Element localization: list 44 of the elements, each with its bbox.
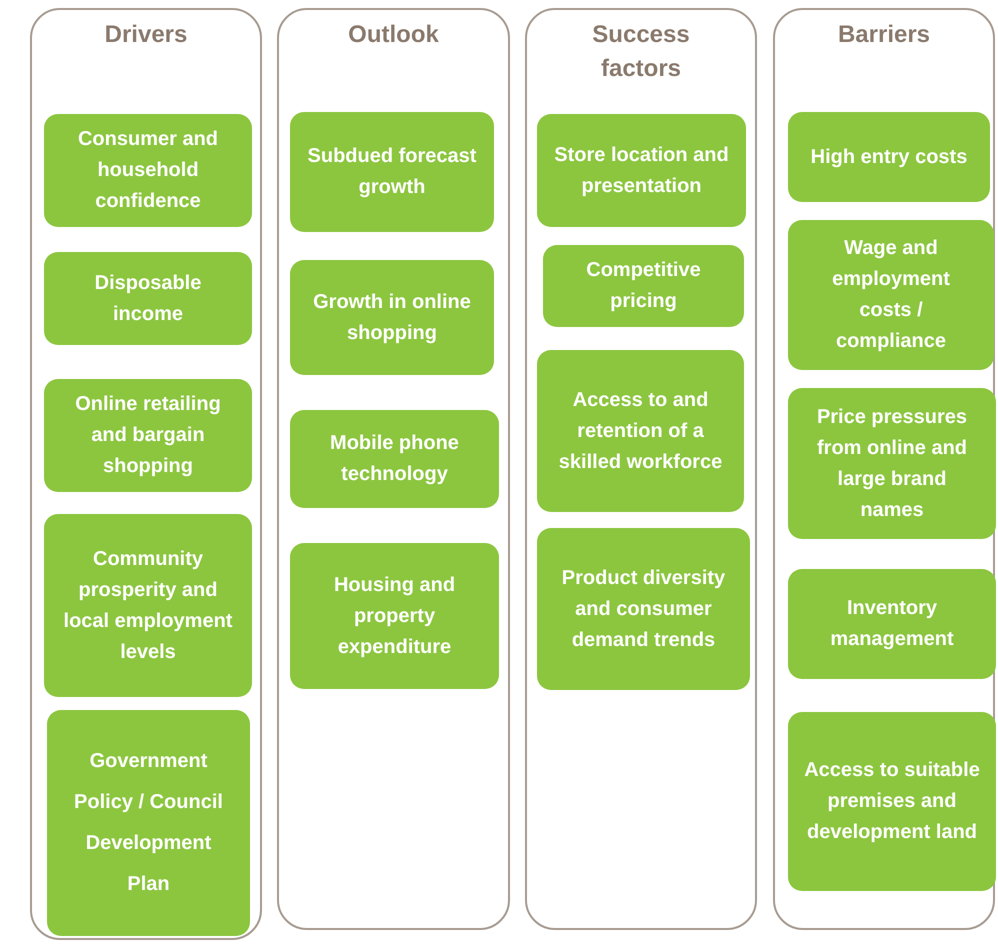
factor-box [788,712,996,891]
factor-text: Access to suitable premises and development land [804,758,980,845]
factor-box [788,220,994,370]
column-panel [773,8,995,930]
factor-box [788,569,996,679]
factor-box [788,112,990,202]
factor-text: Competitive pricing [585,258,702,314]
factor-text: Mobile phone technology [329,431,460,487]
factor-box [47,710,250,936]
factor-text: Product diversity and consumer demand trends [560,566,726,652]
factor-text: Government Policy / Council Development Plan [73,749,224,897]
column-panel [30,8,262,940]
column-heading: Outlook [347,20,440,50]
factor-box [537,114,746,227]
factor-text: Access to and retention of a skilled workforce [558,388,724,474]
column-panel [277,8,510,930]
column-heading: Success factors [591,20,691,84]
factor-box [44,514,252,697]
factor-text: Store location and presentation [553,142,730,198]
factor-text: Disposable income [94,270,202,326]
factor-text: Online retailing and bargain shopping [74,392,222,479]
factor-box [44,379,252,492]
factor-text: Subdued forecast growth [306,144,478,200]
factor-text: Inventory management [829,596,955,652]
factor-text: Community prosperity and local employment levels [62,546,234,664]
factor-text: Growth in online shopping [312,290,472,346]
factor-box [290,260,494,375]
column-heading: Drivers [104,20,188,50]
factor-text: Housing and property expenditure [332,572,456,660]
factor-box [537,350,744,512]
factor-text: High entry costs [810,144,968,170]
factor-box [290,410,499,508]
factor-box [44,114,252,227]
factor-box [44,252,252,345]
factor-box [788,388,996,539]
column-panel [525,8,757,930]
factor-text: Wage and employment costs / compliance [831,236,951,354]
factor-box [290,543,499,689]
factor-text: Consumer and household confidence [76,127,220,214]
factor-box [543,245,744,327]
factor-text: Price pressures from online and large brand names [816,404,968,522]
column-heading: Barriers [836,20,932,50]
factor-box [537,528,750,690]
factor-box [290,112,494,232]
